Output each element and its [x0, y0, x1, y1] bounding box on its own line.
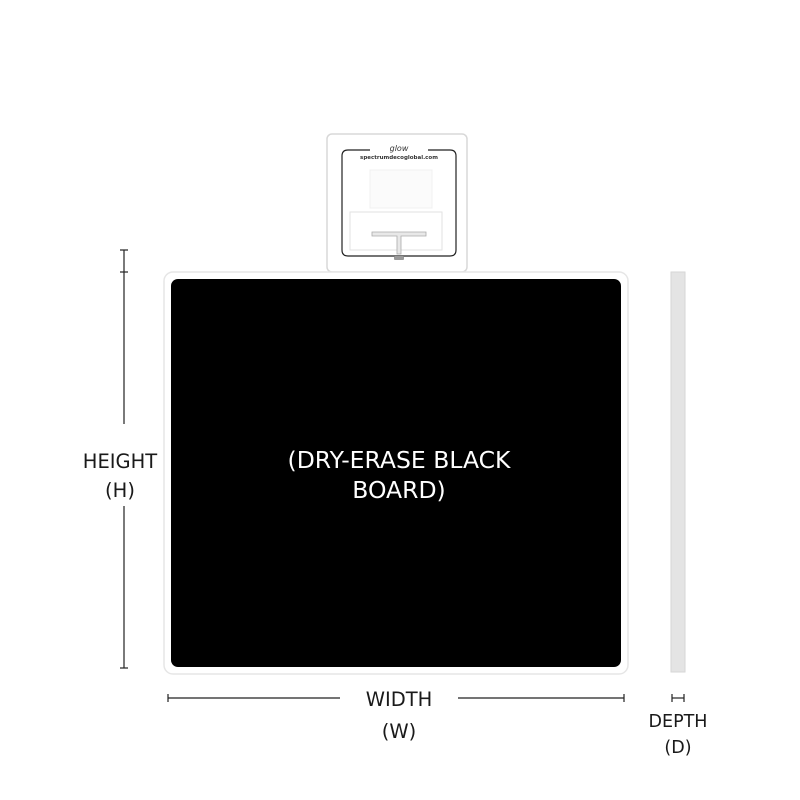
height-dimension: HEIGHT (H) [83, 249, 158, 669]
header-tag-faint-window [369, 169, 433, 209]
depth-side-profile [670, 271, 686, 673]
board-surface [171, 279, 621, 667]
header-tag-t-clip [371, 231, 427, 255]
header-tag-inner-frame [341, 149, 457, 257]
header-tag-brand: glow [390, 144, 409, 153]
width-label: WIDTH [366, 688, 433, 711]
header-tag-website: spectrumdecoglobal.com [360, 155, 438, 161]
board-label-line2: BOARD) [352, 476, 445, 504]
depth-abbr: (D) [664, 738, 691, 758]
height-abbr: (H) [105, 479, 135, 502]
board-label-line1: (DRY-ERASE BLACK [288, 446, 511, 474]
header-tag-base-notch [394, 256, 404, 260]
header-tag-clip-window [349, 211, 443, 251]
height-label: HEIGHT [83, 450, 158, 473]
width-dimension: WIDTH (W) [167, 688, 625, 743]
board: (DRY-ERASE BLACK BOARD) [163, 271, 629, 675]
width-abbr: (W) [382, 720, 417, 743]
depth-dimension: DEPTH (D) [649, 694, 708, 758]
header-tag: glow spectrumdecoglobal.com [326, 133, 468, 273]
depth-label: DEPTH [649, 712, 708, 732]
header-tag-brand-gap [370, 146, 428, 154]
